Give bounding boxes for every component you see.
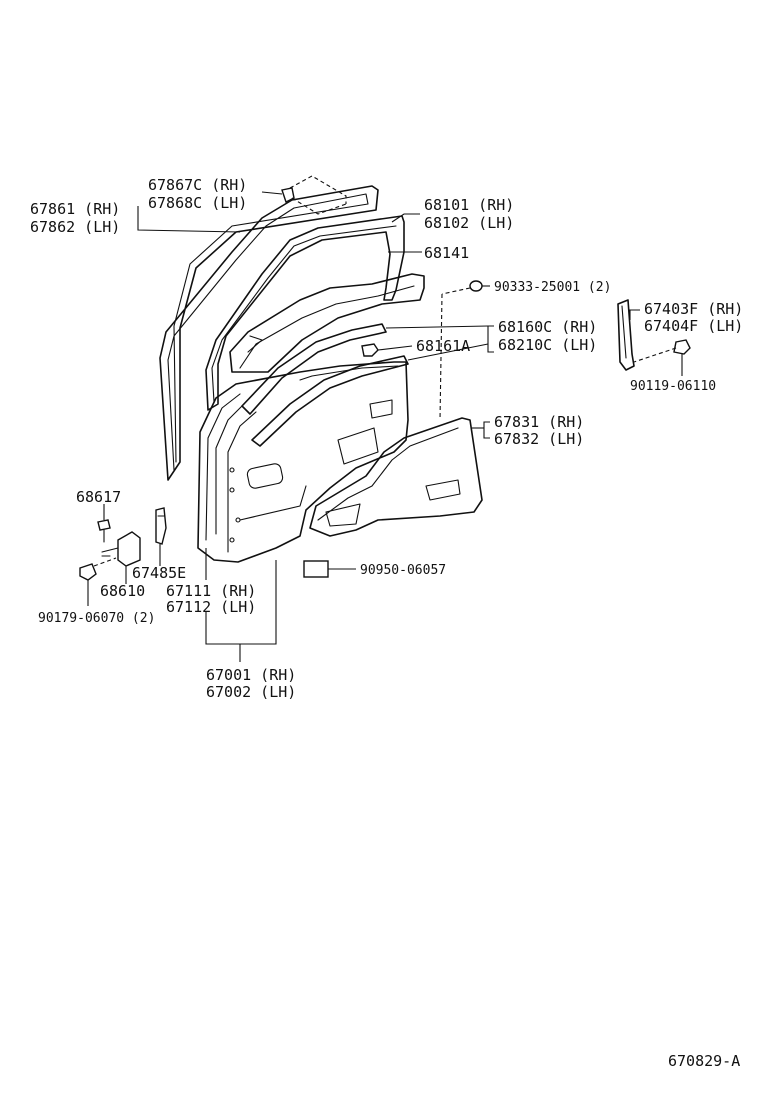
- label-67002: 67002 (LH): [206, 683, 296, 701]
- bolt-90179-icon: [79, 563, 97, 581]
- label-67404f: 67404F (LH): [644, 317, 743, 335]
- figure-code: 670829-A: [668, 1052, 740, 1070]
- door-shell: [197, 361, 409, 563]
- door-trim-panel: [309, 417, 483, 537]
- label-67403f: 67403F (RH): [644, 300, 743, 318]
- plug-90950-icon: [303, 560, 329, 578]
- label-68141: 68141: [424, 244, 469, 262]
- label-67111: 67111 (RH): [166, 582, 256, 600]
- label-67861: 67861 (RH): [30, 200, 120, 218]
- glass-run-channel: [205, 215, 405, 411]
- label-67831: 67831 (RH): [494, 413, 584, 431]
- bolt-68617-icon: [97, 519, 111, 543]
- label-68610: 68610: [100, 582, 145, 600]
- clip-68161a-icon: [361, 343, 379, 357]
- door-weatherstrip-outer: [159, 185, 379, 481]
- label-90119: 90119-06110: [630, 379, 716, 394]
- label-67862: 67862 (LH): [30, 218, 120, 236]
- label-90950: 90950-06057: [360, 563, 446, 578]
- label-67112: 67112 (LH): [166, 598, 256, 616]
- door-weatherstrip-side: [617, 299, 635, 371]
- door-glass: [229, 273, 425, 373]
- label-68102: 68102 (LH): [424, 214, 514, 232]
- label-68617: 68617: [76, 488, 121, 506]
- belt-moulding: [241, 323, 409, 447]
- label-67832: 67832 (LH): [494, 430, 584, 448]
- hinge-67485e-icon: [155, 507, 167, 545]
- label-68210c: 68210C (LH): [498, 336, 597, 354]
- clip-67867c-icon: [281, 175, 347, 215]
- label-67001: 67001 (RH): [206, 666, 296, 684]
- label-68160c: 68160C (RH): [498, 318, 597, 336]
- part-labels: 67867C (RH) 67868C (LH) 67861 (RH) 67862…: [30, 176, 743, 1070]
- label-90179: 90179-06070 (2): [38, 611, 155, 626]
- label-90333: 90333-25001 (2): [494, 280, 611, 295]
- label-67868c: 67868C (LH): [148, 194, 247, 212]
- label-68161a: 68161A: [416, 337, 470, 355]
- label-68101: 68101 (RH): [424, 196, 514, 214]
- label-67485e: 67485E: [132, 564, 186, 582]
- leader-lines: [87, 191, 640, 662]
- door-check-68610-icon: [93, 531, 141, 567]
- screw-90119-icon: [633, 339, 691, 376]
- label-67867c: 67867C (RH): [148, 176, 247, 194]
